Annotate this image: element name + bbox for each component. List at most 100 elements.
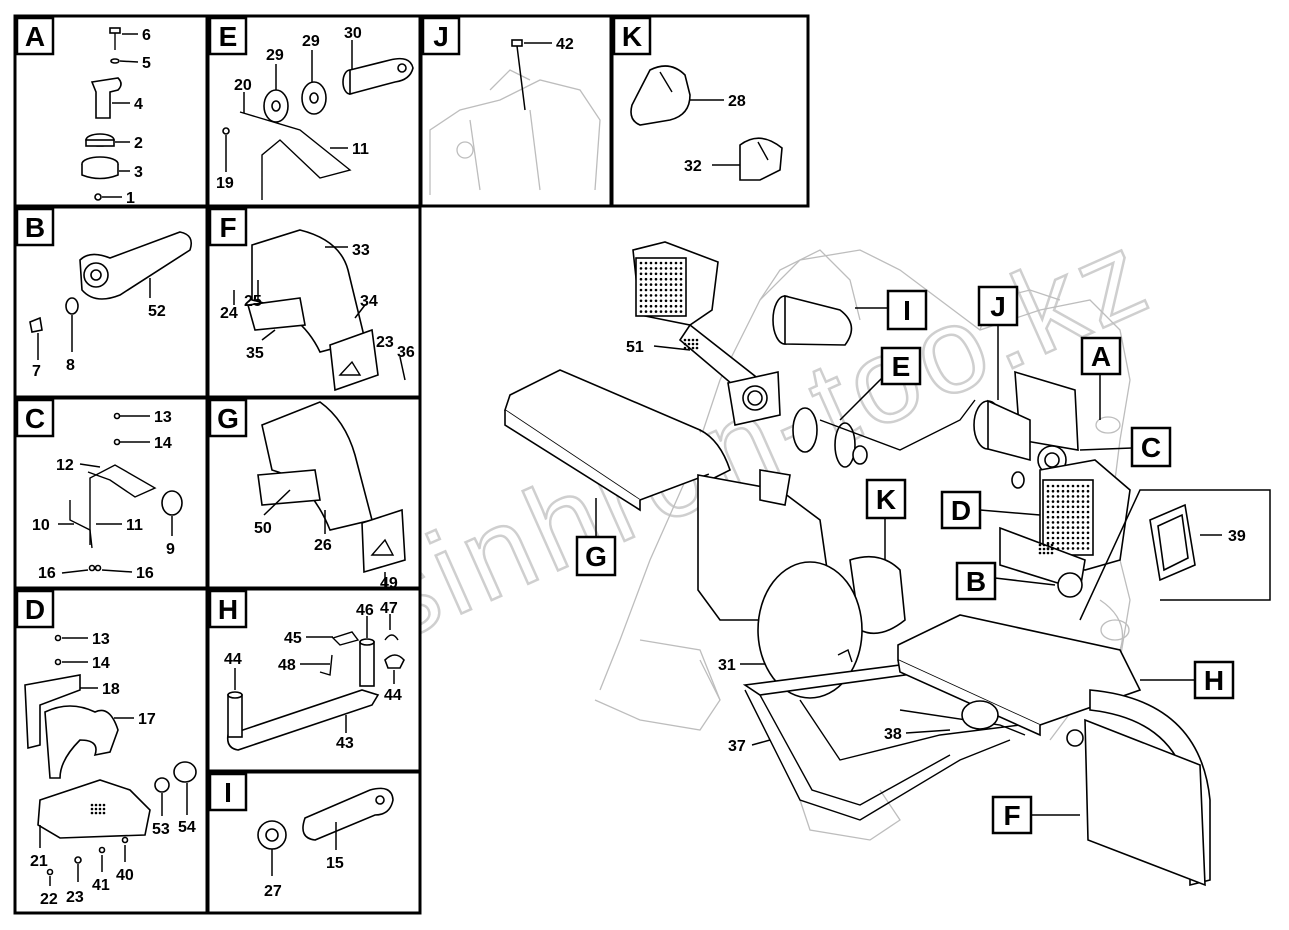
svg-text:19: 19 <box>216 175 234 192</box>
svg-text:E: E <box>892 351 911 382</box>
svg-text:48: 48 <box>278 657 296 674</box>
svg-text:8: 8 <box>66 357 75 374</box>
svg-text:26: 26 <box>314 537 332 554</box>
svg-text:31: 31 <box>718 657 736 674</box>
svg-text:I: I <box>224 777 232 808</box>
svg-text:54: 54 <box>178 819 196 836</box>
svg-text:11: 11 <box>352 141 369 158</box>
svg-text:34: 34 <box>360 293 378 310</box>
right-pin-assembly <box>973 370 1079 489</box>
svg-text:53: 53 <box>152 821 170 838</box>
callout-D[interactable]: D <box>940 490 1041 530</box>
panel-K: K 28 32 <box>610 14 810 208</box>
svg-text:J: J <box>433 21 449 52</box>
left-lamp-vent <box>683 338 699 350</box>
callout-F[interactable]: F <box>991 795 1080 835</box>
svg-text:G: G <box>217 403 239 434</box>
svg-text:23: 23 <box>376 334 394 351</box>
panel-C: C 13 14 12 10 11 9 16 16 <box>13 396 209 590</box>
svg-text:46: 46 <box>356 602 374 619</box>
svg-text:27: 27 <box>264 883 282 900</box>
svg-text:14: 14 <box>92 655 110 672</box>
svg-text:29: 29 <box>302 33 320 50</box>
svg-text:3: 3 <box>134 164 143 181</box>
panel-F: F 33 25 24 34 35 23 36 <box>206 205 422 399</box>
svg-text:13: 13 <box>92 631 110 648</box>
svg-text:47: 47 <box>380 600 398 617</box>
svg-text:51: 51 <box>626 339 644 356</box>
svg-text:50: 50 <box>254 520 272 537</box>
callout-I[interactable]: I <box>855 289 928 331</box>
svg-text:14: 14 <box>154 435 172 452</box>
svg-text:A: A <box>25 21 45 52</box>
svg-text:K: K <box>622 21 642 52</box>
svg-text:D: D <box>951 495 971 526</box>
svg-text:9: 9 <box>166 541 175 558</box>
svg-text:28: 28 <box>728 93 746 110</box>
svg-text:30: 30 <box>344 25 362 42</box>
callout-A[interactable]: A <box>1080 336 1122 420</box>
svg-text:B: B <box>966 566 986 597</box>
svg-text:H: H <box>1204 665 1224 696</box>
svg-text:F: F <box>1003 800 1020 831</box>
svg-text:45: 45 <box>284 630 302 647</box>
svg-text:35: 35 <box>246 345 264 362</box>
svg-text:16: 16 <box>38 565 56 582</box>
plate-39 <box>1079 489 1271 621</box>
svg-text:F: F <box>219 212 236 243</box>
svg-text:E: E <box>219 21 238 52</box>
main-callouts: I J E A C <box>575 285 1235 835</box>
panel-d-vent <box>90 803 106 815</box>
svg-text:33: 33 <box>352 242 370 259</box>
callout-G[interactable]: G <box>575 498 617 577</box>
svg-text:2: 2 <box>134 135 143 152</box>
svg-text:10: 10 <box>32 517 50 534</box>
svg-text:6: 6 <box>142 27 151 44</box>
svg-text:13: 13 <box>154 409 172 426</box>
svg-text:20: 20 <box>234 77 252 94</box>
main-part-labels: 51 39 31 37 38 <box>626 339 1246 755</box>
callout-B[interactable]: B <box>955 561 1056 601</box>
cover-plate <box>757 555 906 699</box>
svg-text:18: 18 <box>102 681 120 698</box>
svg-text:44: 44 <box>224 651 242 668</box>
callout-J[interactable]: J <box>977 285 1019 400</box>
svg-text:7: 7 <box>32 363 41 380</box>
panel-B: B 52 7 8 <box>13 205 209 399</box>
svg-text:11: 11 <box>126 517 143 534</box>
svg-text:17: 17 <box>138 711 156 728</box>
svg-text:A: A <box>1091 341 1111 372</box>
svg-text:D: D <box>25 594 45 625</box>
right-lamp-vent <box>1038 543 1054 555</box>
callout-C[interactable]: C <box>1079 426 1172 468</box>
mud-flap <box>1084 718 1206 887</box>
svg-text:15: 15 <box>326 855 344 872</box>
svg-text:36: 36 <box>397 344 415 361</box>
panel-I: I 27 15 <box>206 770 422 915</box>
svg-text:K: K <box>876 484 896 515</box>
panel-H: H 44 46 47 45 48 44 43 <box>206 587 422 773</box>
svg-text:4: 4 <box>134 96 143 113</box>
panel-G: G 50 26 49 <box>206 396 422 592</box>
svg-text:G: G <box>585 541 607 572</box>
callout-K[interactable]: K <box>865 478 907 560</box>
left-lamp-lens <box>639 261 683 313</box>
svg-text:12: 12 <box>56 457 74 474</box>
svg-text:37: 37 <box>728 738 746 755</box>
svg-text:38: 38 <box>884 726 902 743</box>
panel-A: A 6 5 4 2 3 1 <box>13 14 209 208</box>
svg-text:J: J <box>990 291 1006 322</box>
svg-text:24: 24 <box>220 305 238 322</box>
svg-text:29: 29 <box>266 47 284 64</box>
svg-text:I: I <box>903 295 911 326</box>
callout-H[interactable]: H <box>1140 660 1235 700</box>
svg-text:40: 40 <box>116 867 134 884</box>
svg-text:1: 1 <box>126 190 135 207</box>
svg-text:39: 39 <box>1228 528 1246 545</box>
svg-text:44: 44 <box>384 687 402 704</box>
callout-E[interactable]: E <box>839 346 922 421</box>
panel-D: D 13 14 18 17 21 53 54 22 23 41 40 <box>13 587 209 915</box>
svg-text:23: 23 <box>66 889 84 906</box>
svg-text:B: B <box>25 212 45 243</box>
